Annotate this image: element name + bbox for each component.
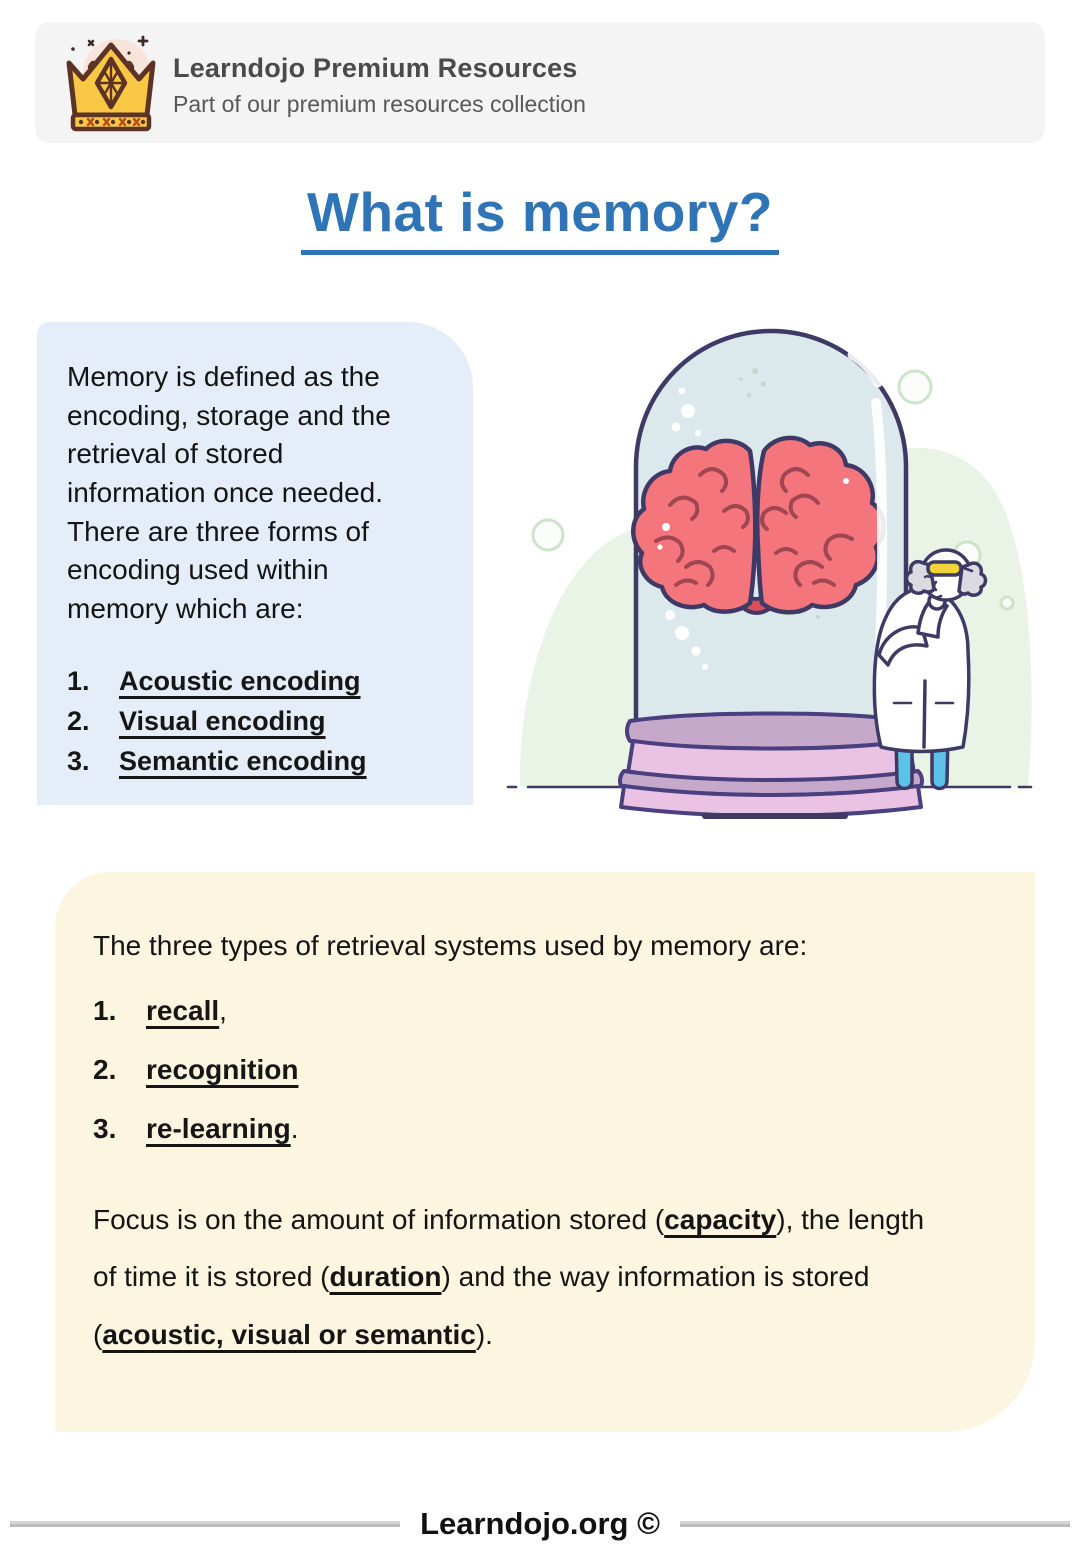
encoding-list-item: 1. Acoustic encoding bbox=[67, 666, 361, 697]
definition-box: Memory is defined as the encoding, stora… bbox=[37, 322, 473, 805]
retrieval-list: 1. recall, 2. recognition 3. re-learning… bbox=[93, 995, 997, 1145]
footer-divider-right bbox=[679, 1521, 1070, 1527]
retrieval-intro: The three types of retrieval systems use… bbox=[93, 930, 808, 961]
footer-divider-left bbox=[10, 1521, 401, 1527]
retrieval-list-item: 1. recall, bbox=[93, 995, 227, 1026]
brand-tagline: Part of our premium resources collection bbox=[173, 91, 586, 117]
page-title: What is memory? bbox=[0, 180, 1080, 255]
retrieval-box: The three types of retrieval systems use… bbox=[55, 872, 1035, 1432]
brain-jar-illustration bbox=[500, 315, 1045, 820]
encoding-list-item: 2. Visual encoding bbox=[67, 706, 326, 737]
footer-text: Learndojo.org © bbox=[420, 1506, 660, 1541]
retrieval-list-item: 3. re-learning. bbox=[93, 1113, 299, 1144]
header-text: Learndojo Premium Resources Part of our … bbox=[173, 47, 586, 118]
crown-icon bbox=[59, 29, 163, 137]
brand-title: Learndojo Premium Resources bbox=[173, 53, 578, 83]
footer: Learndojo.org © bbox=[0, 1506, 1080, 1542]
retrieval-list-item: 2. recognition bbox=[93, 1054, 299, 1085]
focus-paragraph: Focus is on the amount of information st… bbox=[93, 1204, 925, 1350]
encoding-list: 1. Acoustic encoding 2. Visual encoding … bbox=[67, 666, 445, 777]
definition-paragraph: Memory is defined as the encoding, stora… bbox=[67, 361, 391, 624]
header-bar: Learndojo Premium Resources Part of our … bbox=[35, 22, 1045, 143]
encoding-list-item: 3. Semantic encoding bbox=[67, 746, 367, 777]
